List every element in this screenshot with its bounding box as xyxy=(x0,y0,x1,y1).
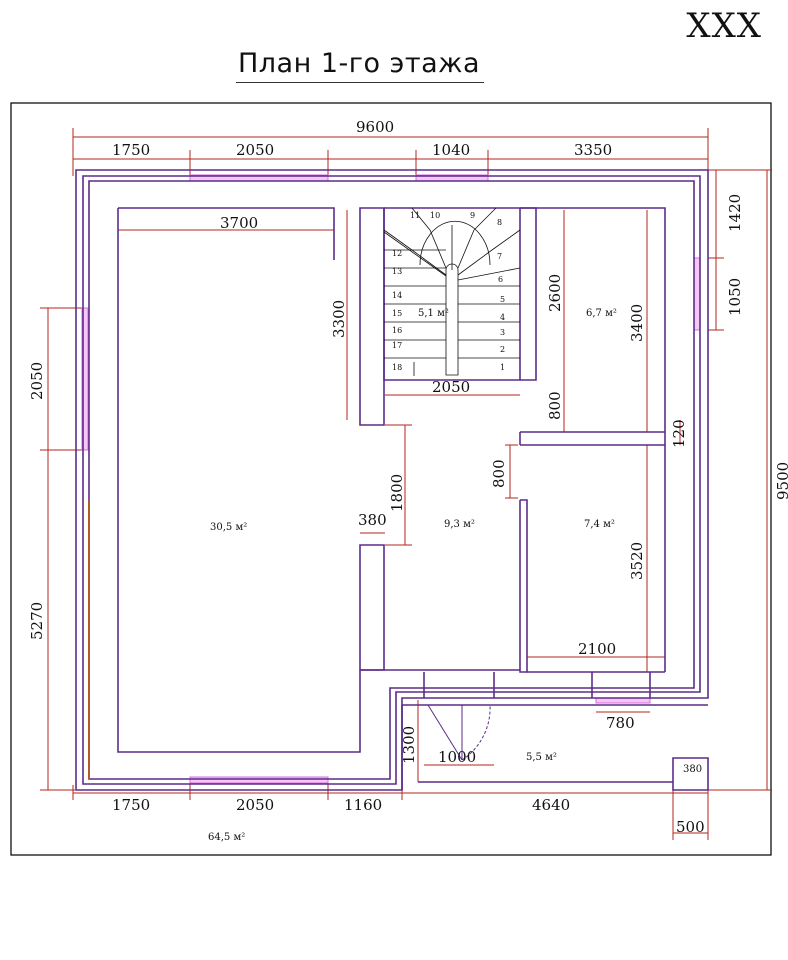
step-number: 3 xyxy=(500,328,505,337)
area-room-right-top: 6,7 м² xyxy=(586,308,617,319)
dim-room-780: 780 xyxy=(606,714,635,732)
dimension-lines xyxy=(40,128,772,840)
stair-step-numbers: 1 2 3 4 5 6 7 8 9 10 11 12 13 14 15 16 1… xyxy=(392,211,505,372)
dim-room-1000: 1000 xyxy=(438,748,476,766)
dim-room-380-small: 380 xyxy=(683,764,702,775)
dim-left-5270: 5270 xyxy=(28,602,46,640)
page-title: План 1-го этажа xyxy=(238,48,481,79)
dim-total-width: 9600 xyxy=(356,118,394,136)
area-hall: 9,3 м² xyxy=(444,519,475,530)
step-number: 1 xyxy=(500,363,505,372)
window-left xyxy=(81,307,89,451)
dim-room-3520: 3520 xyxy=(628,542,646,580)
step-number: 5 xyxy=(500,295,505,304)
dim-stair-2050: 2050 xyxy=(432,378,470,396)
step-number: 6 xyxy=(498,275,503,284)
area-porch: 5,5 м² xyxy=(526,752,557,763)
area-living: 30,5 м² xyxy=(210,522,247,533)
step-number: 10 xyxy=(430,211,440,220)
dim-room-120: 120 xyxy=(670,419,688,448)
porch-door xyxy=(427,704,491,761)
sheet-frame xyxy=(10,102,772,856)
step-number: 13 xyxy=(392,267,402,276)
dim-bottom-500: 500 xyxy=(676,818,705,836)
dim-right-1050: 1050 xyxy=(726,278,744,316)
dim-room-2100: 2100 xyxy=(578,640,616,658)
step-number: 8 xyxy=(497,218,502,227)
dim-top-1040: 1040 xyxy=(432,141,470,159)
dim-left-2050: 2050 xyxy=(28,362,46,400)
dim-top-3350: 3350 xyxy=(574,141,612,159)
dim-bottom-1160: 1160 xyxy=(344,796,382,814)
step-number: 11 xyxy=(410,211,420,220)
step-number: 15 xyxy=(392,309,402,318)
dim-top-2050: 2050 xyxy=(236,141,274,159)
title-underline xyxy=(236,82,484,83)
dim-right-1420: 1420 xyxy=(726,194,744,232)
dim-room-3700: 3700 xyxy=(220,214,258,232)
step-number: 14 xyxy=(392,291,402,300)
step-number: 9 xyxy=(470,211,475,220)
window-right xyxy=(693,257,701,331)
staircase xyxy=(383,207,521,376)
walls xyxy=(75,169,709,791)
step-number: 16 xyxy=(392,326,402,335)
dim-room-2600: 2600 xyxy=(546,274,564,312)
dim-bottom-1750: 1750 xyxy=(112,796,150,814)
step-number: 4 xyxy=(500,313,505,322)
dim-room-1300: 1300 xyxy=(400,726,418,764)
dim-right-9500: 9500 xyxy=(774,462,788,500)
dim-room-3400: 3400 xyxy=(628,304,646,342)
window-bottom xyxy=(189,776,329,784)
dim-bottom-2050: 2050 xyxy=(236,796,274,814)
area-stairs: 5,1 м² xyxy=(418,308,449,319)
dim-room-3300: 3300 xyxy=(330,300,348,338)
dim-top-1750: 1750 xyxy=(112,141,150,159)
corner-mark: XXX xyxy=(686,6,762,46)
dim-room-1800: 1800 xyxy=(388,474,406,512)
step-number: 12 xyxy=(392,249,402,258)
area-room-right-mid: 7,4 м² xyxy=(584,519,615,530)
dim-room-800-mid: 800 xyxy=(490,459,508,488)
room-areas: 30,5 м² 5,1 м² 6,7 м² 9,3 м² 7,4 м² 5,5 … xyxy=(208,308,617,843)
dim-room-380: 380 xyxy=(358,511,387,529)
dim-room-800-upper: 800 xyxy=(546,391,564,420)
step-number: 17 xyxy=(392,341,402,350)
step-number: 7 xyxy=(497,252,502,261)
area-total: 64,5 м² xyxy=(208,832,245,843)
dimension-labels: 9600 1750 2050 1040 3350 1420 1050 9500 … xyxy=(28,118,788,836)
step-number: 18 xyxy=(392,363,402,372)
dim-bottom-4640: 4640 xyxy=(532,796,570,814)
step-number: 2 xyxy=(500,345,505,354)
